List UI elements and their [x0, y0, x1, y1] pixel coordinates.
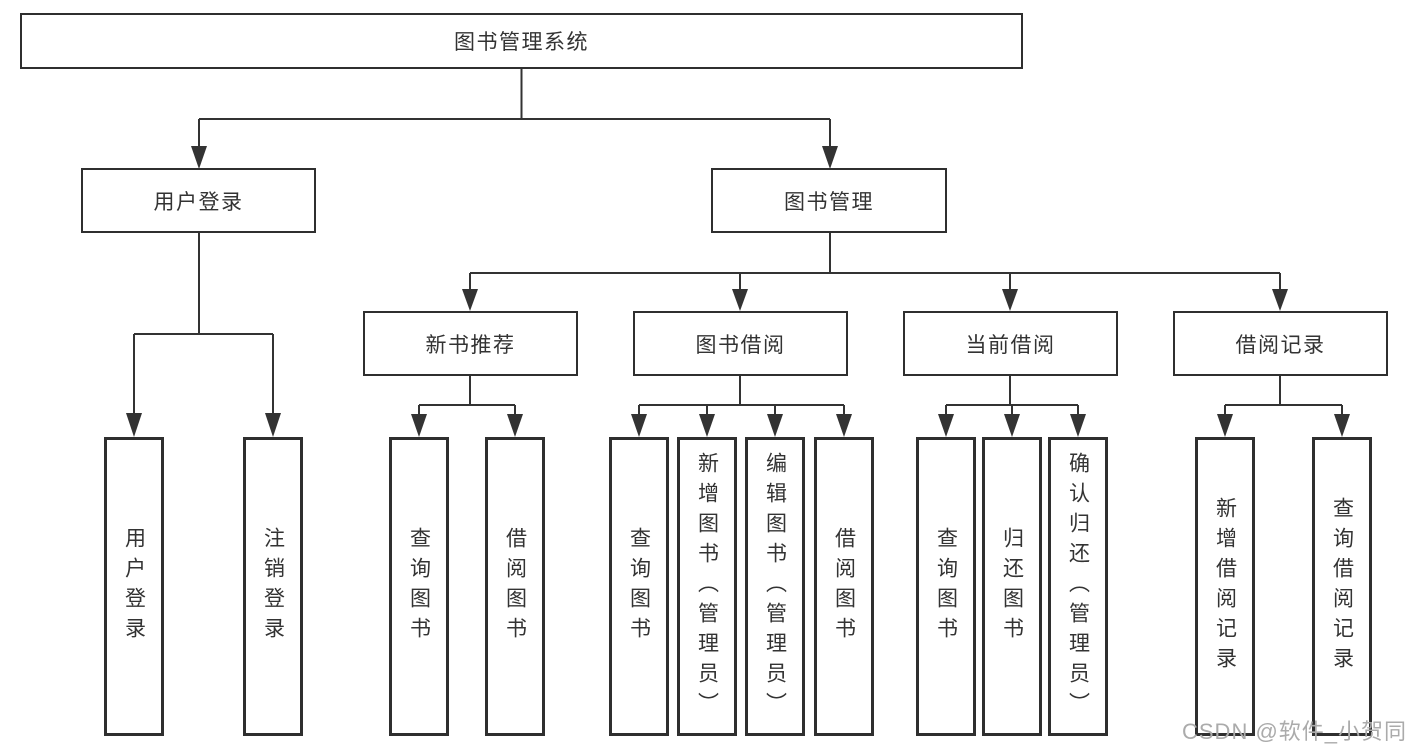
connector-user-login-split	[133, 232, 274, 414]
leaf-records-add-record: 新增借阅记录	[1195, 437, 1255, 736]
arrow-icon	[1004, 414, 1020, 437]
arrow-icon	[938, 414, 954, 437]
arrow-icon	[126, 413, 142, 437]
arrow-icon	[1334, 414, 1350, 437]
leaf-records-query-record: 查询借阅记录	[1312, 437, 1372, 736]
leaf-user-login: 用户登录	[104, 437, 164, 736]
arrow-icon	[732, 289, 748, 311]
arrow-icon	[411, 414, 427, 437]
arrow-icon	[191, 146, 207, 169]
node-borrowing-records: 借阅记录	[1173, 311, 1388, 376]
leaf-current-return-books: 归还图书	[982, 437, 1042, 736]
leaf-recommend-query-books: 查询图书	[389, 437, 449, 736]
node-current-borrowing: 当前借阅	[903, 311, 1118, 376]
connector-level3-splits	[419, 376, 1342, 406]
connector-root-split	[198, 69, 831, 147]
arrow-icon	[507, 414, 523, 437]
arrow-icon	[1070, 414, 1086, 437]
arrow-icon	[767, 414, 783, 437]
leaf-current-query-books: 查询图书	[916, 437, 976, 736]
node-new-book-recommendation: 新书推荐	[363, 311, 578, 376]
arrow-icon	[631, 414, 647, 437]
arrow-icon	[836, 414, 852, 437]
arrow-icon	[1272, 289, 1288, 311]
leaf-logout: 注销登录	[243, 437, 303, 736]
leaf-recommend-borrow-books: 借阅图书	[485, 437, 545, 736]
leaf-current-confirm-return-admin: 确认归还（管理员）	[1048, 437, 1108, 736]
watermark-text: CSDN @软件_小贺同学	[1182, 719, 1405, 744]
leaf-borrowing-query-books: 查询图书	[609, 437, 669, 736]
node-book-management: 图书管理	[711, 168, 947, 233]
node-book-management-system: 图书管理系统	[20, 13, 1023, 69]
node-book-borrowing: 图书借阅	[633, 311, 848, 376]
arrow-icon	[462, 289, 478, 311]
leaf-borrowing-add-books-admin: 新增图书（管理员）	[677, 437, 737, 736]
connector-leaf-stems	[418, 405, 1343, 415]
arrow-icon	[1217, 414, 1233, 437]
arrow-icon	[822, 146, 838, 169]
arrow-icon	[699, 414, 715, 437]
arrow-icon	[265, 413, 281, 437]
connector-book-mgmt-split	[469, 232, 1281, 291]
node-user-login: 用户登录	[81, 168, 316, 233]
leaf-borrowing-edit-books-admin: 编辑图书（管理员）	[745, 437, 805, 736]
leaf-borrowing-borrow-books: 借阅图书	[814, 437, 874, 736]
arrow-icon	[1002, 289, 1018, 311]
